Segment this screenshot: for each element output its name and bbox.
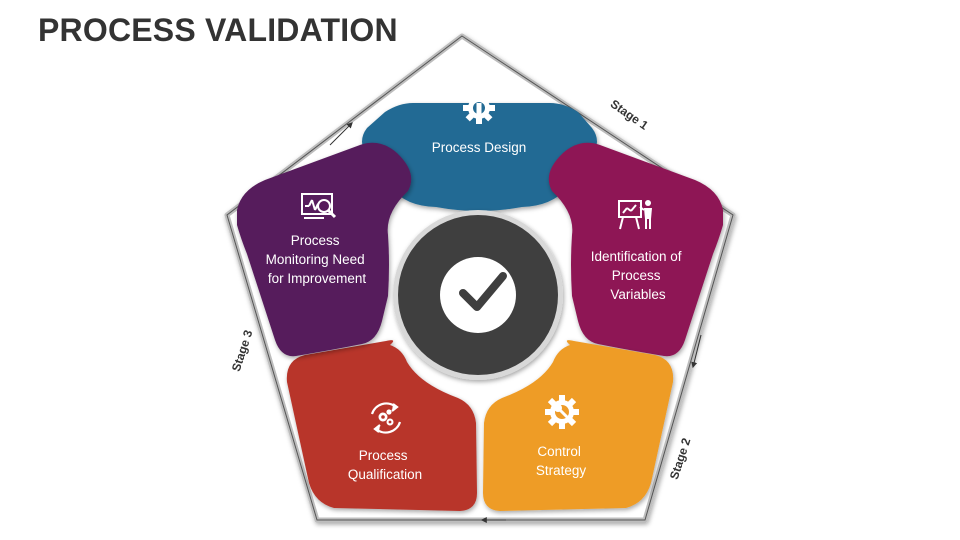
stage-label-3: Stage 3 — [229, 328, 256, 373]
gear-pencil-icon — [463, 92, 495, 124]
center-hub — [393, 210, 563, 380]
segment-process-qualification[interactable]: Process Qualification — [286, 340, 477, 511]
segment-process-monitoring[interactable]: Process Monitoring Need for Improvement — [237, 142, 412, 357]
page-title: PROCESS VALIDATION — [38, 12, 398, 48]
segment-identification[interactable]: Identification of Process Variables — [548, 142, 723, 357]
gear-wrench-icon — [545, 395, 579, 429]
stage-label-1: Stage 1 — [608, 97, 651, 133]
segment-label-process-design: Process Design — [432, 140, 527, 155]
flow-arrow-top — [329, 122, 353, 146]
segment-label-control-strategy: Control Strategy — [536, 444, 587, 478]
gears-cycle-icon — [370, 402, 402, 434]
segment-control-strategy[interactable]: Control Strategy — [483, 340, 674, 511]
flow-arrow-right — [691, 334, 702, 369]
segment-process-design[interactable]: Process Design — [362, 92, 597, 211]
checkmark-icon — [459, 272, 507, 311]
stage-label-2: Stage 2 — [667, 436, 694, 481]
presentation-icon — [618, 200, 652, 230]
segment-label-identification: Identification of Process Variables — [591, 249, 686, 302]
segment-label-process-qualification: Process Qualification — [348, 448, 422, 482]
segment-label-process-monitoring: Process Monitoring Need for Improvement — [266, 233, 369, 286]
monitor-magnifier-icon — [301, 193, 337, 219]
